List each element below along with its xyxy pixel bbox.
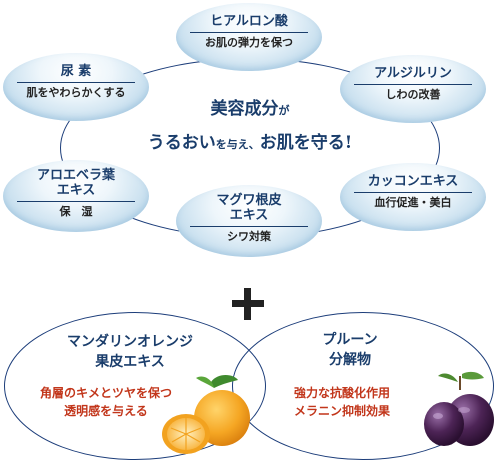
bubble-aloe-vera: アロエベラ葉 エキス 保 湿 [3, 160, 149, 232]
center-subheadline: うるおいを与え、お肌を守る! [110, 130, 390, 158]
bubble-mulberry-root: マグワ根皮 エキス シワ対策 [176, 185, 322, 257]
prune-title: プルーン 分解物 [270, 330, 430, 370]
bubble-title-line2: エキス [56, 183, 96, 198]
divider [17, 82, 135, 83]
prune-title-line1: プルーン [322, 332, 378, 348]
bubble-title: ヒアルロン酸 [210, 14, 288, 29]
plus-icon [232, 288, 264, 320]
divider [354, 192, 472, 193]
divider [354, 84, 472, 85]
bubble-urea: 尿 素 肌をやわらかくする [3, 53, 149, 121]
divider [17, 201, 135, 202]
headline-main: 美容成分 [210, 99, 279, 119]
divider [190, 32, 308, 33]
mandarin-title-line2: 果皮エキス [95, 354, 165, 370]
prune-desc-line2: メラニン抑制効果 [293, 404, 390, 418]
bubble-title: マグワ根皮 [216, 193, 282, 208]
bubble-subtitle: お肌の弾力を保つ [205, 36, 293, 49]
ellipse-prune [232, 312, 494, 460]
bubble-title: アルジルリン [374, 66, 452, 81]
bubble-title: カッコンエキス [367, 174, 459, 189]
bubble-title-line2: エキス [229, 208, 269, 223]
bubble-subtitle: しわの改善 [385, 88, 441, 101]
mandarin-description: 角層のキメとツヤを保つ 透明感を与える [18, 384, 194, 420]
bubble-subtitle: シワ対策 [227, 230, 271, 243]
bubble-subtitle: 保 湿 [59, 205, 93, 218]
headline-moisture: うるおい [147, 133, 216, 153]
bubble-subtitle: 血行促進・美白 [374, 196, 452, 209]
bubble-title: 尿 素 [60, 64, 92, 79]
headline-give: を与え、 [215, 138, 260, 151]
mandarin-title: マンダリンオレンジ 果皮エキス [30, 332, 230, 372]
bubble-subtitle: 肌をやわらかくする [26, 86, 126, 99]
center-headline: 美容成分が [150, 96, 350, 124]
orange-fruit-image [162, 375, 250, 454]
headline-suffix: が [278, 104, 290, 117]
prune-desc-line1: 強力な抗酸化作用 [293, 386, 390, 400]
bubble-hyaluronic-acid: ヒアルロン酸 お肌の弾力を保つ [176, 3, 322, 71]
mandarin-desc-line1: 角層のキメとツヤを保つ [39, 386, 172, 400]
bubble-argireline: アルジルリン しわの改善 [340, 55, 486, 123]
prune-description: 強力な抗酸化作用 メラニン抑制効果 [272, 384, 412, 420]
bubble-title: アロエベラ葉 [36, 168, 115, 183]
prune-fruit-image [424, 371, 494, 446]
prune-title-line2: 分解物 [329, 352, 371, 368]
divider [190, 226, 308, 227]
mandarin-desc-line2: 透明感を与える [64, 404, 148, 418]
headline-protect: お肌を守る! [259, 133, 353, 153]
bubble-kudzu: カッコンエキス 血行促進・美白 [340, 163, 486, 231]
mandarin-title-line1: マンダリンオレンジ [67, 334, 193, 350]
